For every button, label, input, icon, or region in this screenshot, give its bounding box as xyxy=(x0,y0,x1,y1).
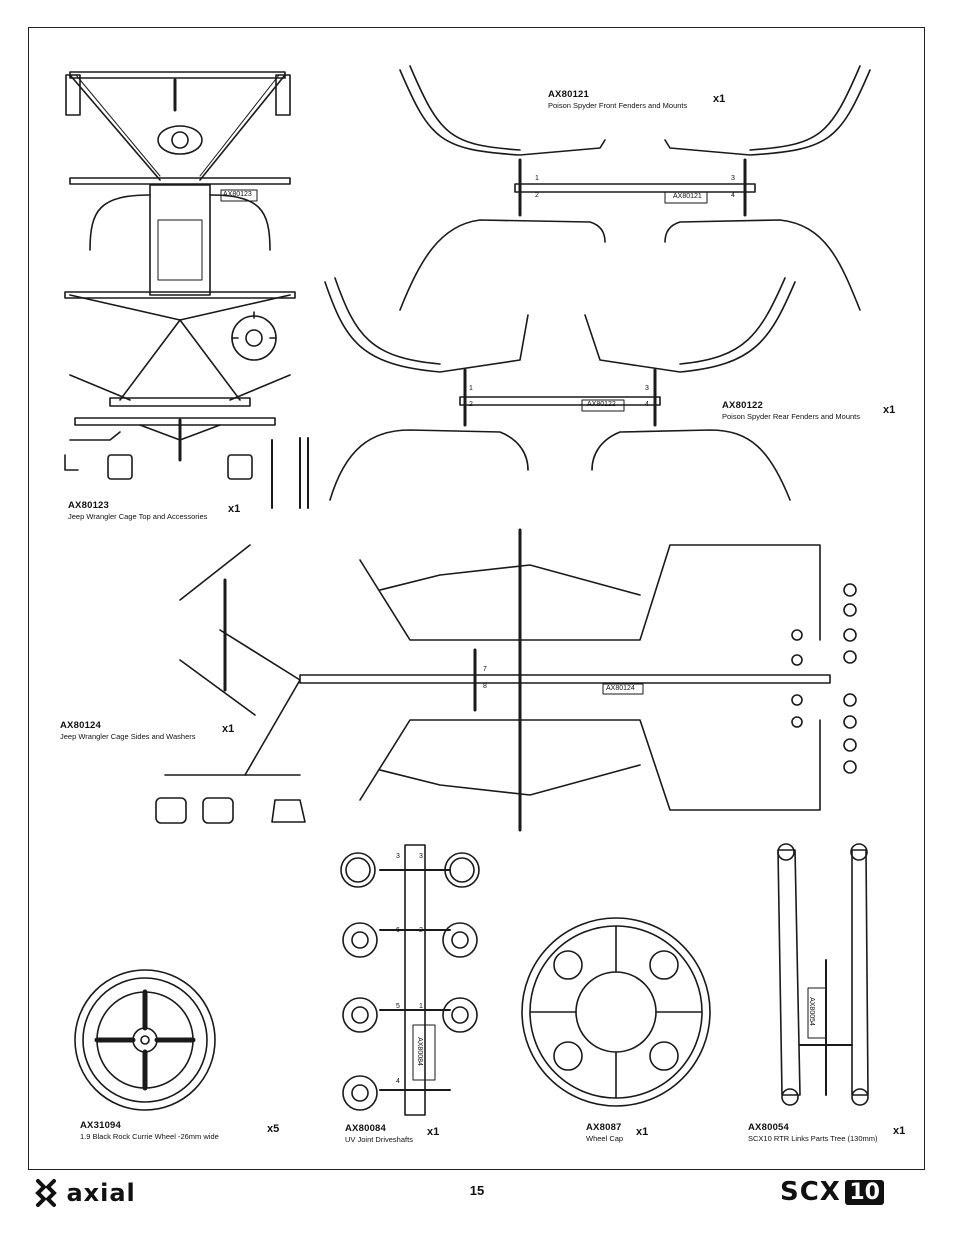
tree-number: 2 xyxy=(469,401,473,408)
part-qty: x1 xyxy=(427,1126,440,1138)
tree-number: 4 xyxy=(396,1078,400,1085)
tree-number: 8 xyxy=(483,683,487,690)
tree-number: 3 xyxy=(396,853,400,860)
tree-number: 4 xyxy=(645,401,649,408)
part-label-ax80123: AX80123 Jeep Wrangler Cage Top and Acces… xyxy=(68,500,207,521)
links-tree xyxy=(777,843,869,1106)
part-desc: UV Joint Driveshafts xyxy=(345,1135,413,1144)
cage-top-tree xyxy=(64,71,309,509)
part-desc: Poison Spyder Front Fenders and Mounts xyxy=(548,101,688,110)
tree-number: 2 xyxy=(535,192,539,199)
wheel-drawing xyxy=(74,969,216,1111)
front-fender-tree xyxy=(399,65,871,311)
part-code: AX80084 xyxy=(345,1123,387,1134)
part-qty: x1 xyxy=(228,503,241,515)
part-desc: Jeep Wrangler Cage Top and Accessories xyxy=(68,512,208,521)
tree-number: 3 xyxy=(731,175,735,182)
part-label-ax31094: AX31094 1.9 Black Rock Currie Wheel -26m… xyxy=(80,1120,219,1141)
scx-number-badge: 10 xyxy=(845,1179,884,1205)
tree-number: 6 xyxy=(396,927,400,934)
part-code: AX31094 xyxy=(80,1120,122,1131)
part-code: AX80124 xyxy=(60,720,102,731)
tree-number: 7 xyxy=(483,666,487,673)
scx-wordmark: SCX xyxy=(780,1177,841,1207)
part-qty: x1 xyxy=(713,93,726,105)
part-qty: x1 xyxy=(636,1126,649,1138)
part-code: AX8087 xyxy=(586,1122,622,1133)
rear-fender-tree xyxy=(324,277,796,501)
part-desc: 1.9 Black Rock Currie Wheel -26mm wide xyxy=(80,1132,219,1141)
axial-wordmark: axial xyxy=(66,1179,136,1207)
tree-number: 1 xyxy=(535,175,539,182)
part-code: AX80054 xyxy=(748,1122,790,1133)
part-qty: x1 xyxy=(893,1125,906,1137)
cage-sides-tree xyxy=(155,528,857,832)
part-code: AX80121 xyxy=(548,89,590,100)
tree-number: 2 xyxy=(419,927,423,934)
part-desc: Jeep Wrangler Cage Sides and Washers xyxy=(60,732,196,741)
part-qty: x5 xyxy=(267,1123,280,1135)
tree-number: 1 xyxy=(469,385,473,392)
page-frame xyxy=(28,27,925,1170)
tree-number: 5 xyxy=(396,1003,400,1010)
part-label-ax80084: AX80084 UV Joint Driveshafts xyxy=(345,1123,413,1144)
page-number: 15 xyxy=(469,1183,485,1198)
part-label-ax80122: AX80122 Poison Spyder Rear Fenders and M… xyxy=(722,400,860,421)
part-code: AX80123 xyxy=(68,500,110,511)
axial-mark-icon xyxy=(35,1179,57,1207)
part-label-ax80124: AX80124 Jeep Wrangler Cage Sides and Was… xyxy=(60,720,196,741)
part-desc: Wheel Cap xyxy=(586,1134,624,1143)
axial-logo: axial xyxy=(30,1177,136,1209)
sprue-tag: AX80122 xyxy=(587,401,616,408)
part-code: AX80122 xyxy=(722,400,764,411)
sprue-tag: AX80123 xyxy=(223,191,252,198)
part-label-ax80054: AX80054 SCX10 RTR Links Parts Tree (130m… xyxy=(748,1122,878,1143)
sprue-tag: AX80121 xyxy=(673,193,702,200)
tree-number: 1 xyxy=(419,1003,423,1010)
wheel-cap-drawing xyxy=(521,917,711,1107)
tree-number: 3 xyxy=(645,385,649,392)
driveshaft-tree xyxy=(340,844,480,1116)
part-qty: x1 xyxy=(883,404,896,416)
part-label-ax80121: AX80121 Poison Spyder Front Fenders and … xyxy=(548,89,687,110)
sprue-tag: AX80124 xyxy=(606,685,635,692)
scx10-logo: SCX 10 xyxy=(780,1177,884,1209)
part-desc: SCX10 RTR Links Parts Tree (130mm) xyxy=(748,1134,878,1143)
sprue-tag: AX80054 xyxy=(807,997,815,1026)
part-label-ax8087: AX8087 Wheel Cap xyxy=(586,1122,623,1143)
sprue-tag: AX80084 xyxy=(415,1037,423,1066)
tree-number: 3 xyxy=(419,853,423,860)
part-desc: Poison Spyder Rear Fenders and Mounts xyxy=(722,412,860,421)
part-qty: x1 xyxy=(222,723,235,735)
tree-number: 4 xyxy=(731,192,735,199)
